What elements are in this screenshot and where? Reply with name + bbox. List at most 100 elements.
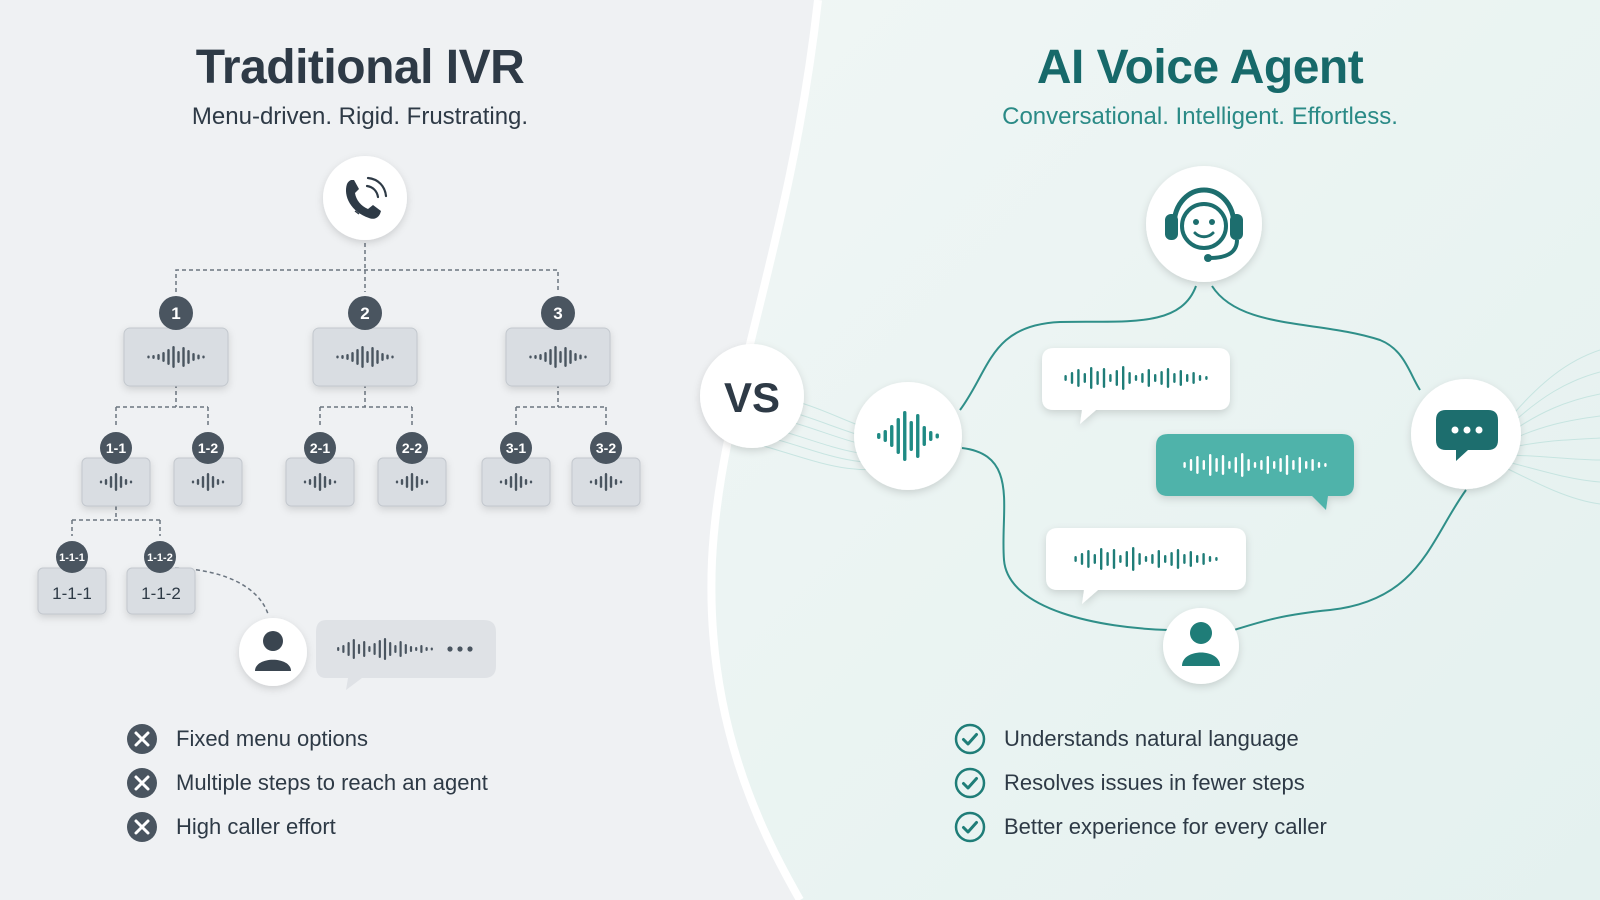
waveform-bar <box>1170 552 1173 566</box>
waveform-bar <box>1192 372 1195 384</box>
ivr-caller-speech-bubble <box>316 620 496 690</box>
waveform-bar <box>308 479 312 485</box>
x-circle-icon <box>127 768 157 798</box>
phone-icon <box>345 176 388 219</box>
waveform-bar <box>877 433 881 439</box>
waveform-bar <box>152 355 155 359</box>
waveform-bar <box>1189 551 1192 567</box>
menu-option-1-2: 1-2 <box>198 440 218 456</box>
left-feature-list: Fixed menu options Multiple steps to rea… <box>126 717 488 849</box>
waveform-bar <box>1173 373 1176 383</box>
level3-badges: 1-1-1 1-1-2 1-1-1 1-1-2 <box>52 541 181 603</box>
waveform-bar <box>1324 463 1327 467</box>
waveform-bar <box>1234 457 1237 473</box>
waveform-bar <box>405 476 409 488</box>
waveform-bar <box>420 645 423 653</box>
waveform-bar <box>206 473 210 491</box>
waveform-bar <box>1202 460 1205 470</box>
left-feature-item: Fixed menu options <box>126 717 488 761</box>
waveform-bar <box>1176 549 1180 569</box>
waveform-bar <box>389 642 392 656</box>
waveform-bar <box>1141 373 1144 383</box>
waveform-bar <box>1241 453 1244 477</box>
waveform-bar <box>425 647 428 651</box>
ai-agent-node <box>1146 166 1262 282</box>
waveform-bar <box>1266 456 1269 474</box>
waveform-bar <box>399 641 402 657</box>
vs-label: VS <box>724 374 780 421</box>
headset-agent-icon <box>1165 187 1243 262</box>
ai-voice-node <box>854 382 962 490</box>
waveform-icon <box>877 411 939 461</box>
waveform-bar <box>202 355 205 359</box>
waveform-bar <box>366 351 369 363</box>
waveform-bar <box>99 480 103 484</box>
waveform-bar <box>519 476 523 488</box>
check-circle-icon <box>954 723 986 755</box>
waveform-bar <box>1253 462 1257 468</box>
ivr-level3-boxes <box>37 567 196 615</box>
waveform-bar <box>584 355 587 359</box>
waveform-bar <box>1279 458 1282 472</box>
waveform-bar <box>1128 372 1131 384</box>
waveform-bar <box>177 351 180 363</box>
waveform-bar <box>328 479 332 485</box>
waveform-bar <box>162 352 165 362</box>
menu-option-1-1-2-label: 1-1-2 <box>141 584 181 603</box>
waveform-bar <box>323 476 327 488</box>
check-circle-icon <box>954 767 986 799</box>
waveform-bar <box>1298 457 1301 473</box>
waveform-bar <box>909 421 913 451</box>
waveform-bar <box>1164 555 1167 563</box>
waveform-bar <box>196 479 200 485</box>
waveform-bar <box>514 473 518 491</box>
waveform-bar <box>347 642 350 656</box>
waveform-bar <box>201 476 205 488</box>
waveform-bar <box>109 476 113 488</box>
waveform-bar <box>376 350 379 364</box>
right-subtitle: Conversational. Intelligent. Effortless. <box>1002 103 1398 130</box>
menu-option-2-2: 2-2 <box>402 440 422 456</box>
right-feature-item: Better experience for every caller <box>954 805 1327 849</box>
waveform-bar <box>425 480 429 484</box>
waveform-bar <box>544 352 547 362</box>
waveform-bar <box>564 347 567 367</box>
waveform-bar <box>916 414 920 458</box>
waveform-bar <box>114 473 118 491</box>
waveform-bar <box>1154 374 1157 382</box>
right-feature-list: Understands natural language Resolves is… <box>954 717 1327 849</box>
waveform-bar <box>1305 461 1308 469</box>
waveform-bar <box>336 355 339 359</box>
waveform-bar <box>1096 371 1099 385</box>
user-icon <box>1182 622 1220 666</box>
waveform-bar <box>394 645 397 653</box>
waveform-bar <box>1186 374 1189 382</box>
waveform-bar <box>499 480 503 484</box>
waveform-bar <box>410 473 414 491</box>
ai-flow-connectors <box>959 285 1467 631</box>
waveform-bar <box>383 638 387 660</box>
menu-option-3-1: 3-1 <box>506 440 526 456</box>
waveform-bar <box>129 480 133 484</box>
waveform-bar <box>1077 369 1080 387</box>
left-feature-item: Multiple steps to reach an agent <box>126 761 488 805</box>
waveform-bar <box>182 347 185 367</box>
waveform-bar <box>1147 369 1150 387</box>
waveform-bar <box>594 479 598 485</box>
waveform-bar <box>373 643 376 655</box>
waveform-bar <box>415 476 419 488</box>
waveform-bar <box>559 351 562 363</box>
menu-option-1-1-1-label: 1-1-1 <box>52 584 92 603</box>
waveform-bar <box>341 355 344 359</box>
waveform-bar <box>404 644 407 654</box>
waveform-bar <box>1189 459 1193 471</box>
left-subtitle: Menu-driven. Rigid. Frustrating. <box>191 103 529 130</box>
menu-option-1: 1 <box>171 304 180 323</box>
waveform-bar <box>1247 459 1250 471</box>
waveform-bar <box>357 644 361 654</box>
panel-divider <box>707 0 822 900</box>
menu-waveforms <box>99 346 623 491</box>
waveform-icon <box>1064 366 1208 390</box>
waveform-bar <box>313 476 317 488</box>
right-feature-item: Resolves issues in fewer steps <box>954 761 1327 805</box>
